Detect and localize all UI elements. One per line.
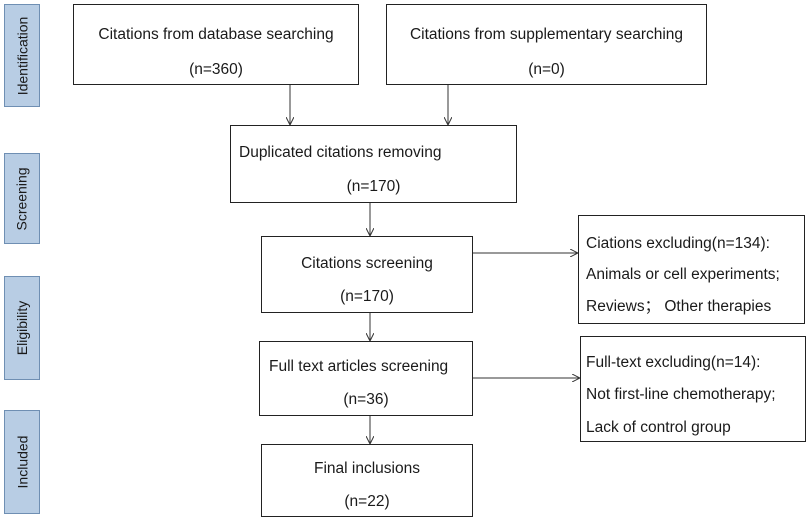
stage-included: Included: [4, 410, 40, 514]
box-supplementary-searching: Citations from supplementary searching (…: [386, 4, 707, 85]
fulltext-exclusions-reason-2: Lack of control group: [586, 419, 731, 436]
duplicates-title: Duplicated citations removing: [239, 144, 442, 161]
box-citation-exclusions: Ciations excluding(n=134): Animals or ce…: [578, 215, 805, 324]
box-final-inclusions: Final inclusions (n=22): [261, 444, 473, 517]
box-fulltext-screening: Full text articles screening (n=36): [259, 341, 473, 416]
box-fulltext-exclusions: Full-text excluding(n=14): Not first-lin…: [580, 336, 806, 442]
stage-identification: Identification: [4, 4, 40, 107]
database-title: Citations from database searching: [98, 26, 334, 43]
citation-exclusions-reason-1: Animals or cell experiments;: [586, 266, 780, 283]
box-database-searching: Citations from database searching (n=360…: [73, 4, 359, 85]
final-count: (n=22): [344, 493, 390, 510]
stage-screening: Screening: [4, 153, 40, 244]
duplicates-count: (n=170): [346, 178, 401, 195]
fulltext-exclusions-title: Full-text excluding(n=14):: [586, 354, 761, 371]
box-duplicates-removing: Duplicated citations removing (n=170): [230, 125, 517, 203]
stage-eligibility: Eligibility: [4, 276, 40, 380]
citation-exclusions-title: Ciations excluding(n=134):: [586, 235, 770, 252]
database-count: (n=360): [189, 61, 243, 78]
box-citations-screening: Citations screening (n=170): [261, 236, 473, 313]
screening-count: (n=170): [340, 288, 394, 305]
supplementary-count: (n=0): [528, 61, 565, 78]
final-title: Final inclusions: [314, 460, 420, 477]
fulltext-exclusions-reason-1: Not first-line chemotherapy;: [586, 386, 776, 403]
fulltext-title: Full text articles screening: [269, 358, 449, 375]
supplementary-title: Citations from supplementary searching: [409, 26, 684, 43]
citation-exclusions-reason-2: Reviews； Other therapies: [586, 298, 772, 315]
screening-title: Citations screening: [301, 255, 433, 272]
fulltext-count: (n=36): [343, 391, 389, 408]
